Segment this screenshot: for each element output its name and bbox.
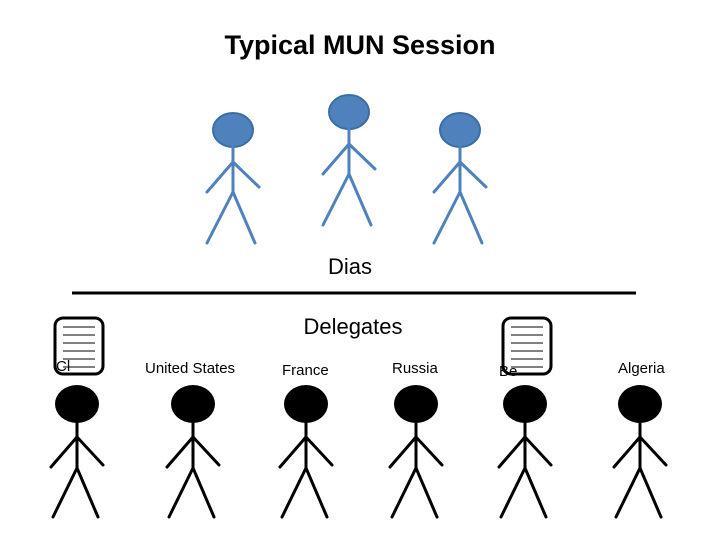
country-label: Algeria xyxy=(618,360,665,377)
chair-left-arm xyxy=(432,160,462,194)
delegate-left-arm xyxy=(388,435,418,469)
country-label: Cl xyxy=(56,358,71,375)
delegate-stick-figure-icon xyxy=(49,385,105,519)
delegate-right-arm xyxy=(414,435,444,467)
placard-icon xyxy=(501,316,553,376)
delegate-right-arm xyxy=(191,435,221,467)
delegate-stick-figure-icon xyxy=(612,385,668,519)
chair-right-leg xyxy=(231,190,257,245)
delegate-right-leg xyxy=(414,466,439,519)
chair-left-leg xyxy=(432,190,462,245)
delegate-head xyxy=(394,385,438,423)
delegate-left-arm xyxy=(497,435,527,469)
delegate-right-arm xyxy=(75,435,105,467)
chair-stick-figure-icon xyxy=(432,112,488,245)
chair-head xyxy=(439,112,481,148)
placard-frame xyxy=(53,316,105,376)
delegate-left-leg xyxy=(390,466,418,519)
delegate-stick-figure-icon xyxy=(497,385,553,519)
chair-right-arm xyxy=(347,142,377,171)
delegate-head xyxy=(618,385,662,423)
chair-left-arm xyxy=(205,160,235,194)
delegate-right-leg xyxy=(191,466,216,519)
chair-right-arm xyxy=(231,160,261,189)
chair-right-arm xyxy=(458,160,488,189)
delegate-stick-figure-icon xyxy=(165,385,221,519)
chair-head xyxy=(212,112,254,148)
delegate-left-arm xyxy=(165,435,195,469)
delegate-right-leg xyxy=(523,466,548,519)
placard-frame xyxy=(501,316,553,376)
chair-left-leg xyxy=(205,190,235,245)
delegate-left-leg xyxy=(280,466,308,519)
delegate-left-arm xyxy=(278,435,308,469)
country-label: United States xyxy=(145,360,236,377)
delegate-left-leg xyxy=(51,466,79,519)
delegates-label: Delegates xyxy=(303,314,403,339)
delegate-right-leg xyxy=(75,466,100,519)
chair-right-leg xyxy=(458,190,484,245)
delegate-head xyxy=(284,385,328,423)
chair-stick-figure-icon xyxy=(321,94,377,227)
delegate-left-arm xyxy=(49,435,79,469)
delegate-head xyxy=(503,385,547,423)
delegate-stick-figure-icon xyxy=(278,385,334,519)
placard-icon xyxy=(53,316,105,376)
delegate-right-leg xyxy=(638,466,663,519)
chair-right-leg xyxy=(347,172,373,227)
delegate-left-leg xyxy=(614,466,642,519)
chair-left-arm xyxy=(321,142,351,176)
country-label: Russia xyxy=(392,360,438,377)
delegate-stick-figure-icon xyxy=(388,385,444,519)
delegate-head xyxy=(171,385,215,423)
delegate-left-leg xyxy=(167,466,195,519)
chair-head xyxy=(328,94,370,130)
country-label: Be xyxy=(499,363,518,380)
delegate-left-leg xyxy=(499,466,527,519)
chair-stick-figure-icon xyxy=(205,112,261,245)
dias-label: Dias xyxy=(327,254,372,279)
country-label: France xyxy=(282,362,329,379)
delegate-right-leg xyxy=(304,466,329,519)
delegate-right-arm xyxy=(638,435,668,467)
chair-left-leg xyxy=(321,172,351,227)
diagram-title: Typical MUN Session xyxy=(224,30,496,60)
delegate-left-arm xyxy=(612,435,642,469)
delegate-right-arm xyxy=(523,435,553,467)
delegate-head xyxy=(55,385,99,423)
delegate-right-arm xyxy=(304,435,334,467)
